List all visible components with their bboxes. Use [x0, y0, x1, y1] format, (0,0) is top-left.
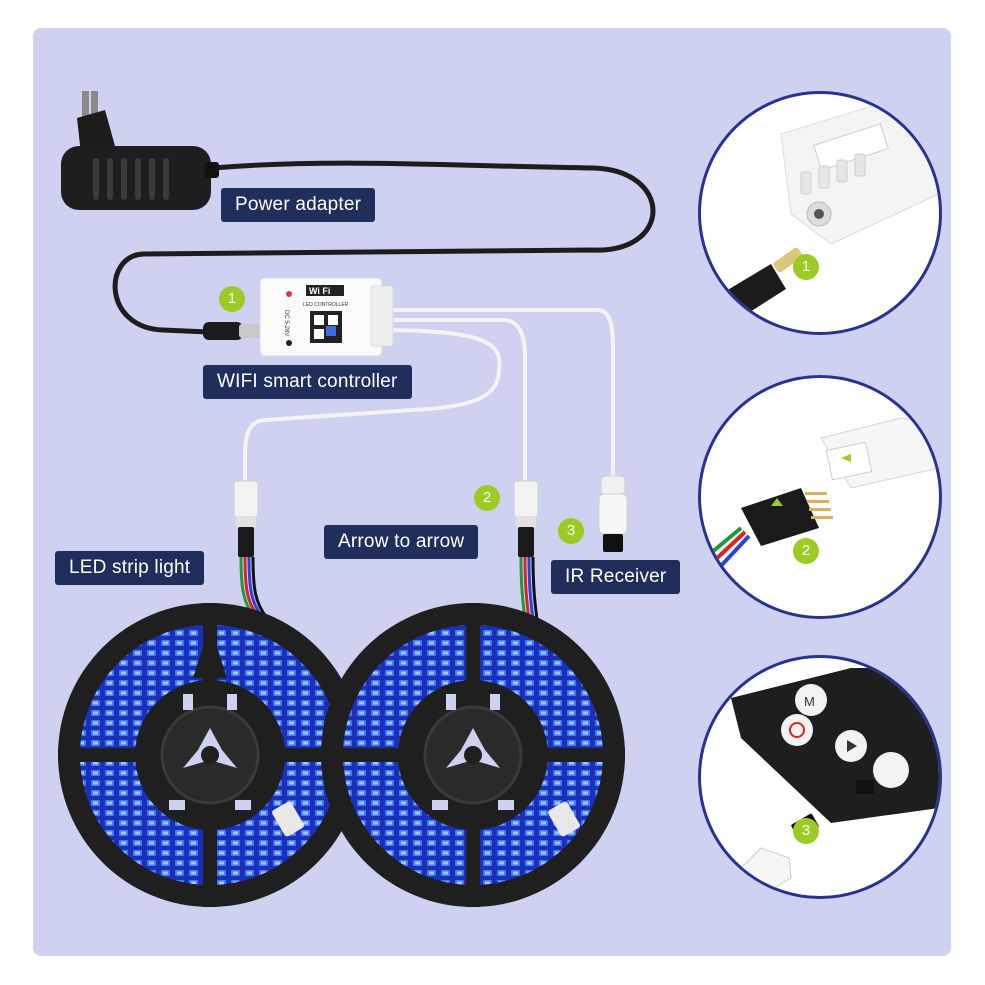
detail-circle-pin-connector: 2 [698, 375, 942, 619]
badge-two: 2 [474, 485, 500, 511]
power-adapter [61, 91, 219, 210]
svg-text:DC 5-28V: DC 5-28V [283, 310, 289, 336]
wifi-controller-device: Wi Fi LED CONTROLLER DC 5-28V [259, 277, 394, 357]
label-power-adapter: Power adapter [221, 188, 376, 222]
white-cable-c [243, 328, 502, 483]
product-panel: Wi Fi LED CONTROLLER DC 5-28V [33, 28, 951, 956]
wiring-scene: Wi Fi LED CONTROLLER DC 5-28V [58, 91, 656, 907]
label-arrow-to-arrow: Arrow to arrow [324, 525, 479, 559]
white-cable-a [378, 308, 615, 480]
label-led-strip-light: LED strip light [55, 551, 205, 585]
label-ir-receiver: IR Receiver [551, 560, 681, 594]
badge-three: 3 [558, 518, 584, 544]
svg-text:Wi Fi: Wi Fi [309, 286, 330, 296]
svg-text:LED CONTROLLER: LED CONTROLLER [303, 302, 349, 308]
left-led-reel [58, 603, 362, 907]
power-cable [112, 160, 656, 335]
circle-badge-one: 1 [793, 254, 819, 280]
svg-text:M: M [804, 694, 815, 709]
left-strip-connector [233, 480, 269, 619]
label-wifi-smart-controller: WIFI smart controller [203, 365, 412, 399]
badge-one: 1 [219, 286, 245, 312]
right-led-reel [321, 603, 625, 907]
detail-circle-ir-remote: M 3 [698, 655, 942, 899]
detail-circle-dc-plug: 1 [698, 91, 942, 335]
right-strip-connector [513, 480, 539, 621]
white-cable-b [378, 318, 527, 483]
ir-receiver-plug [598, 475, 628, 552]
circle-badge-three: 3 [793, 818, 819, 844]
circle-badge-two: 2 [793, 538, 819, 564]
